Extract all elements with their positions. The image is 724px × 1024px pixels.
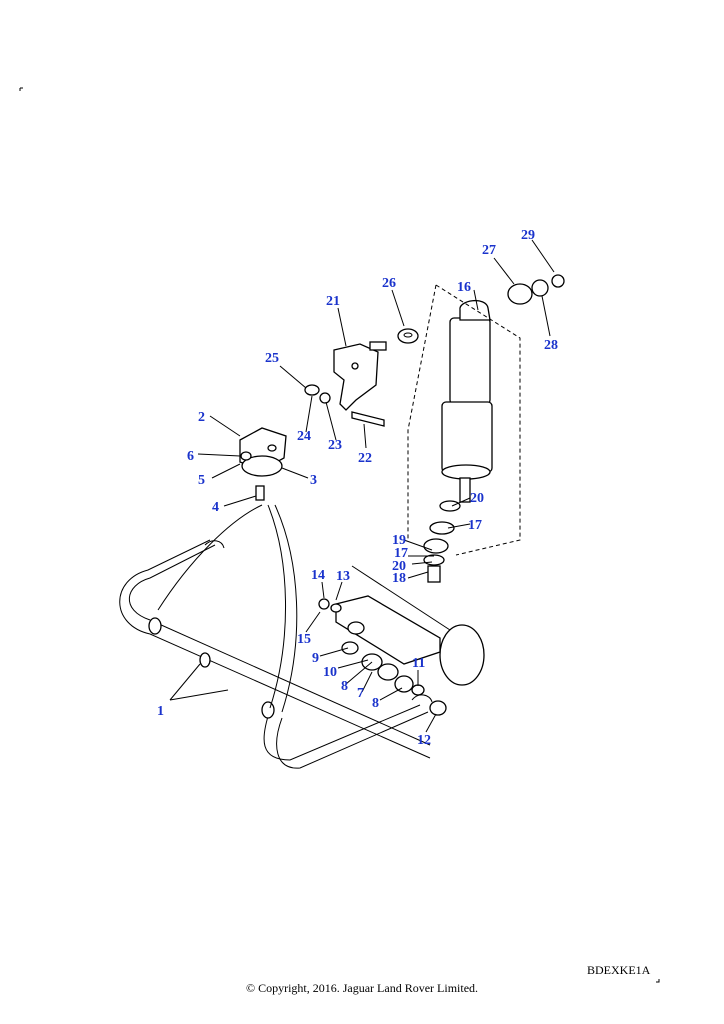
- anti-roll-bar: [119, 504, 433, 769]
- callout-5: 5: [198, 473, 205, 488]
- callout-9: 9: [312, 651, 319, 666]
- callout-22: 22: [358, 451, 372, 466]
- callout-19: 19: [392, 533, 406, 548]
- callout-23: 23: [328, 438, 342, 453]
- callout-20b: 20: [392, 559, 406, 574]
- callout-18: 18: [392, 571, 406, 586]
- callout-11: 11: [412, 656, 425, 671]
- callout-17b: 17: [394, 546, 408, 561]
- callout-21: 21: [326, 294, 340, 309]
- callout-20a: 20: [470, 491, 484, 506]
- callout-4: 4: [212, 500, 219, 515]
- callout-6: 6: [187, 449, 194, 464]
- upper-bush-set: [507, 274, 565, 305]
- callout-29: 29: [521, 228, 535, 243]
- callout-8a: 8: [341, 679, 348, 694]
- link-arm-assembly: [318, 565, 485, 716]
- callout-26: 26: [382, 276, 396, 291]
- callout-12: 12: [417, 733, 431, 748]
- callout-8b: 8: [372, 696, 379, 711]
- callout-28: 28: [544, 338, 558, 353]
- callout-15: 15: [297, 632, 311, 647]
- callout-27: 27: [482, 243, 496, 258]
- callout-17a: 17: [468, 518, 482, 533]
- mounting-bracket: [304, 328, 419, 427]
- diagram-reference-code: BDEXKE1A: [587, 963, 651, 977]
- copyright-notice: © Copyright, 2016. Jaguar Land Rover Lim…: [245, 981, 479, 995]
- callout-14: 14: [311, 568, 325, 583]
- callout-3: 3: [310, 473, 317, 488]
- callout-13: 13: [336, 569, 350, 584]
- callout-10: 10: [323, 665, 337, 680]
- callout-labels: 1 2 3 4 5 6 7 8 8 9 10 11 12 13 14 15 16…: [157, 228, 558, 748]
- callout-1: 1: [157, 704, 164, 719]
- callout-16: 16: [457, 280, 471, 295]
- shock-absorber: [407, 284, 521, 583]
- callout-7: 7: [357, 686, 364, 701]
- leader-lines: [169, 239, 555, 733]
- clamp-assembly: [239, 427, 287, 501]
- callout-25: 25: [265, 351, 279, 366]
- callout-2: 2: [198, 410, 205, 425]
- callout-24: 24: [297, 429, 311, 444]
